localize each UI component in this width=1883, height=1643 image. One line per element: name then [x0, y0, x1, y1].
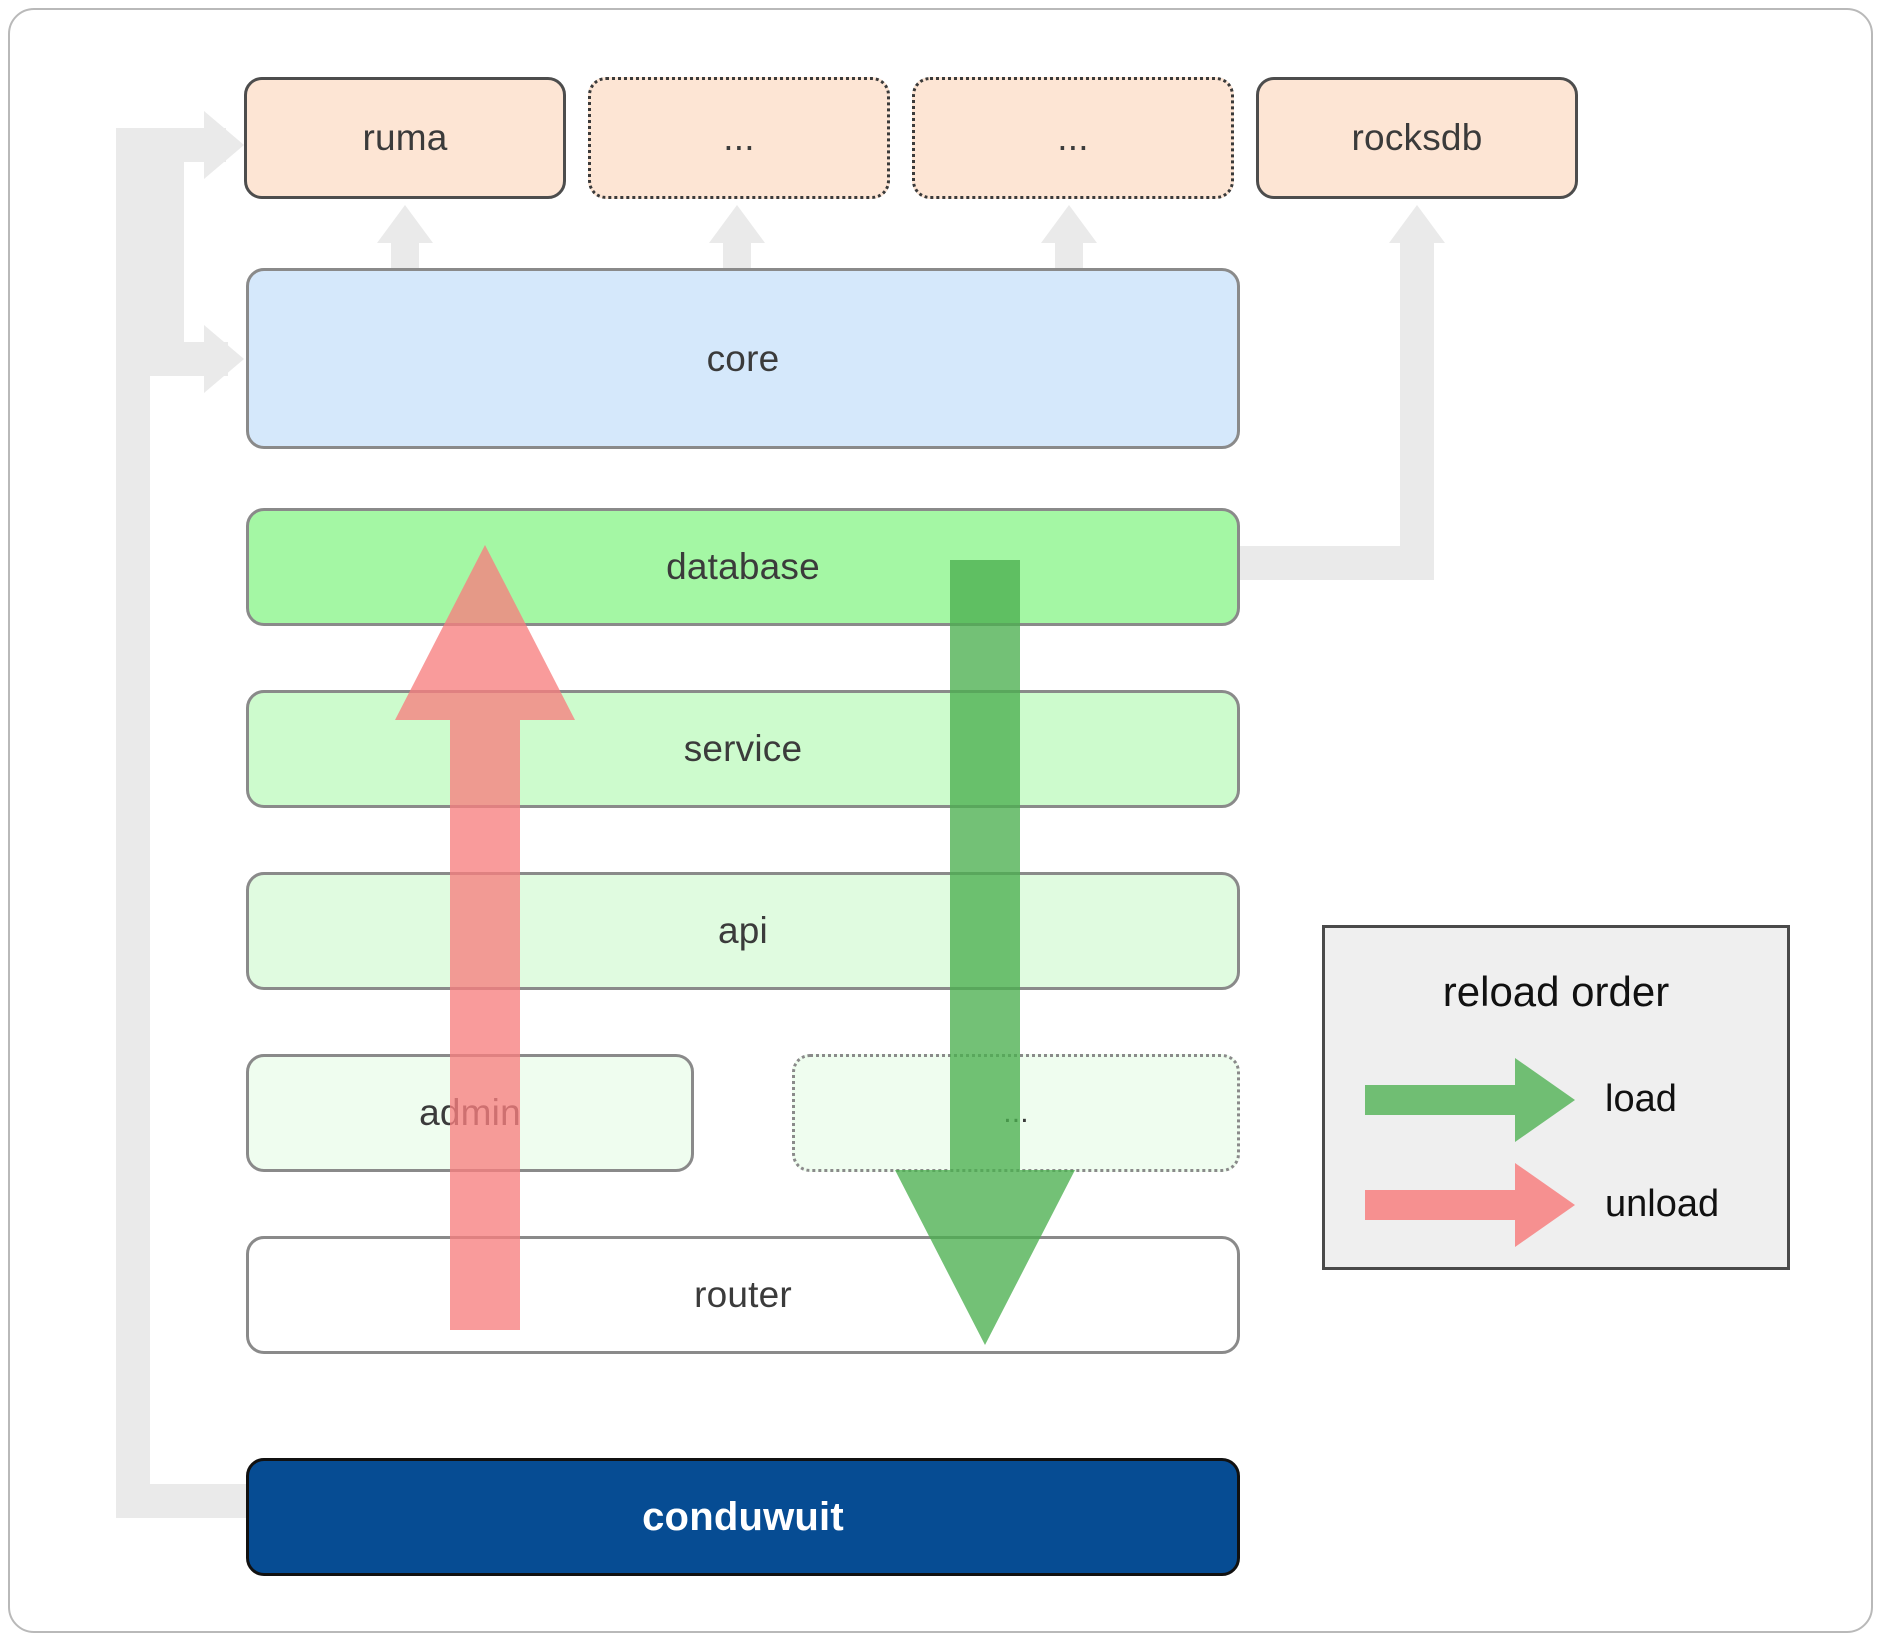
unload-arrow — [395, 545, 575, 1330]
crate-placeholder-2[interactable]: ... — [912, 77, 1234, 199]
connector-database-to-rocksdb-horizontal — [1230, 546, 1415, 580]
layer-api-label: api — [718, 910, 768, 951]
crate-ruma-label: ruma — [362, 117, 448, 158]
layer-router-label: router — [694, 1274, 792, 1315]
layer-core[interactable]: core — [246, 268, 1240, 449]
layer-api[interactable]: api — [246, 872, 1240, 990]
node-conduwuit[interactable]: conduwuit — [246, 1458, 1240, 1576]
layer-router[interactable]: router — [246, 1236, 1240, 1354]
connector-arrow-up-dots1 — [709, 205, 765, 243]
legend: reload order load unload — [1322, 925, 1790, 1270]
legend-unload-label: unload — [1605, 1183, 1720, 1225]
connector-left-vertical — [116, 128, 150, 1518]
layer-service-label: service — [683, 728, 803, 769]
crate-placeholder-2-label: ... — [1057, 117, 1089, 158]
crate-rocksdb[interactable]: rocksdb — [1256, 77, 1578, 199]
connector-arrow-up-ruma — [377, 205, 433, 243]
connector-bottom-horizontal — [116, 1484, 246, 1518]
node-conduwuit-label: conduwuit — [642, 1494, 844, 1539]
crate-ruma[interactable]: ruma — [244, 77, 566, 199]
connector-arrow-core — [204, 325, 244, 393]
legend-load-label: load — [1605, 1078, 1677, 1120]
layer-database[interactable]: database — [246, 508, 1240, 626]
load-arrow — [895, 560, 1075, 1345]
legend-title: reload order — [1442, 968, 1670, 1015]
connector-arrow-ruma — [204, 111, 244, 179]
layer-core-label: core — [706, 337, 780, 379]
legend-load-arrow — [1365, 1058, 1575, 1142]
layer-database-label: database — [666, 546, 820, 587]
connector-arrow-up-dots2 — [1041, 205, 1097, 243]
crate-placeholder-1[interactable]: ... — [588, 77, 890, 199]
crate-rocksdb-label: rocksdb — [1351, 117, 1483, 158]
crate-placeholder-1-label: ... — [723, 117, 755, 158]
connector-arrow-up-rocksdb — [1389, 205, 1445, 243]
connector-inner-vertical — [150, 152, 184, 342]
connector-database-to-rocksdb-vertical — [1400, 240, 1434, 580]
legend-unload-arrow — [1365, 1163, 1575, 1247]
